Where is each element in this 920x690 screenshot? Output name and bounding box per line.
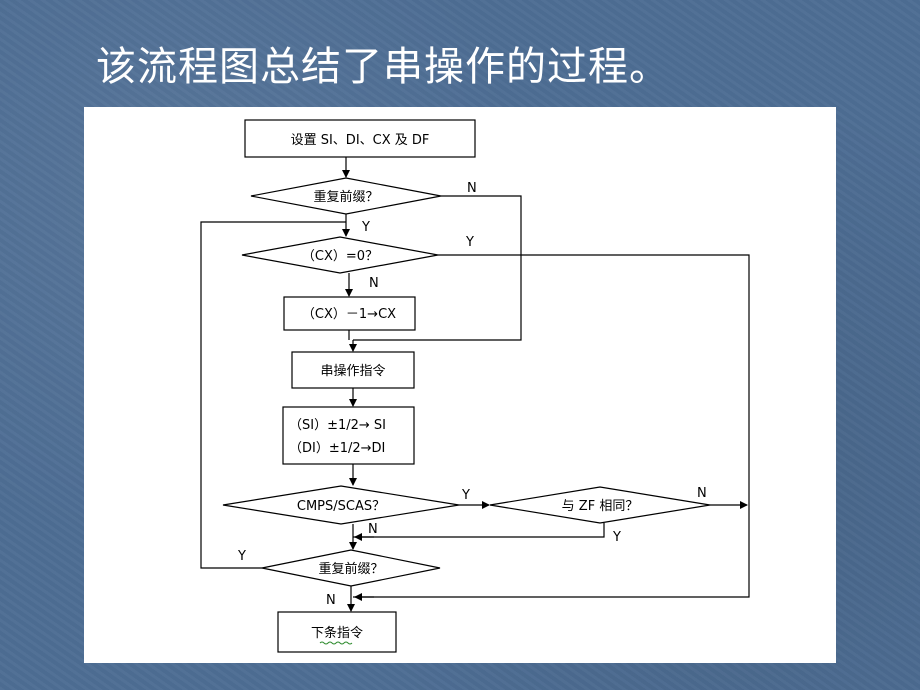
slide-title: 该流程图总结了串操作的过程。 bbox=[96, 44, 670, 90]
node-repeat-prefix-1: 重复前缀？ bbox=[250, 177, 442, 215]
node-repeat-prefix-2: 重复前缀？ bbox=[261, 549, 441, 587]
node-cx-decrement: （CX）－1→CX bbox=[283, 296, 416, 331]
node-set-registers-label: 设置 SI、DI、CX 及 DF bbox=[291, 133, 430, 148]
node-cx-zero-label: （CX）=0？ bbox=[302, 249, 378, 264]
label-cxzero-yes: Y bbox=[465, 235, 474, 250]
flowchart: 设置 SI、DI、CX 及 DF 重复前缀？ （CX）=0？ （CX）－1→CX… bbox=[200, 119, 750, 653]
label-repeat2-yes: Y bbox=[237, 549, 246, 564]
edge-zf-yes bbox=[353, 523, 605, 538]
edge-cxzero-yes bbox=[353, 254, 750, 598]
node-pointer-update: （SI）±1/2→ SI （DI）±1/2→DI bbox=[282, 406, 415, 465]
node-repeat-prefix-1-label: 重复前缀？ bbox=[313, 189, 378, 205]
label-repeat2-no: N bbox=[326, 593, 336, 608]
label-zf-yes: Y bbox=[612, 530, 621, 545]
node-zf-same-label: 与 ZF 相同？ bbox=[562, 499, 639, 514]
spellcheck-underline bbox=[319, 641, 353, 645]
node-string-instruction: 串操作指令 bbox=[291, 351, 415, 389]
label-cmps-no: N bbox=[368, 522, 378, 537]
label-zf-no: N bbox=[697, 486, 707, 501]
label-cmps-yes: Y bbox=[461, 488, 470, 503]
node-si-update-label: （SI）±1/2→ SI bbox=[289, 418, 386, 433]
node-string-instruction-label: 串操作指令 bbox=[320, 363, 385, 379]
node-cmps-scas: CMPS/SCAS？ bbox=[222, 485, 460, 525]
node-cmps-scas-label: CMPS/SCAS？ bbox=[297, 499, 385, 514]
label-cxzero-no: N bbox=[369, 276, 379, 291]
node-next-instruction: 下条指令 bbox=[277, 611, 397, 653]
flowchart-edges bbox=[200, 157, 750, 612]
label-repeat1-yes: Y bbox=[361, 220, 370, 235]
flowchart-panel: 设置 SI、DI、CX 及 DF 重复前缀？ （CX）=0？ （CX）－1→CX… bbox=[84, 107, 836, 663]
node-cx-decrement-label: （CX）－1→CX bbox=[302, 307, 396, 322]
edge-repeat2-yes bbox=[200, 221, 346, 569]
edge-repeat1-no bbox=[353, 195, 522, 341]
node-cx-zero: （CX）=0？ bbox=[241, 236, 439, 274]
node-next-instruction-label: 下条指令 bbox=[311, 625, 363, 641]
node-set-registers: 设置 SI、DI、CX 及 DF bbox=[244, 119, 476, 158]
node-di-update-label: （DI）±1/2→DI bbox=[289, 441, 385, 456]
label-repeat1-no: N bbox=[467, 181, 477, 196]
node-zf-same: 与 ZF 相同？ bbox=[489, 486, 711, 524]
node-repeat-prefix-2-label: 重复前缀？ bbox=[318, 561, 383, 577]
